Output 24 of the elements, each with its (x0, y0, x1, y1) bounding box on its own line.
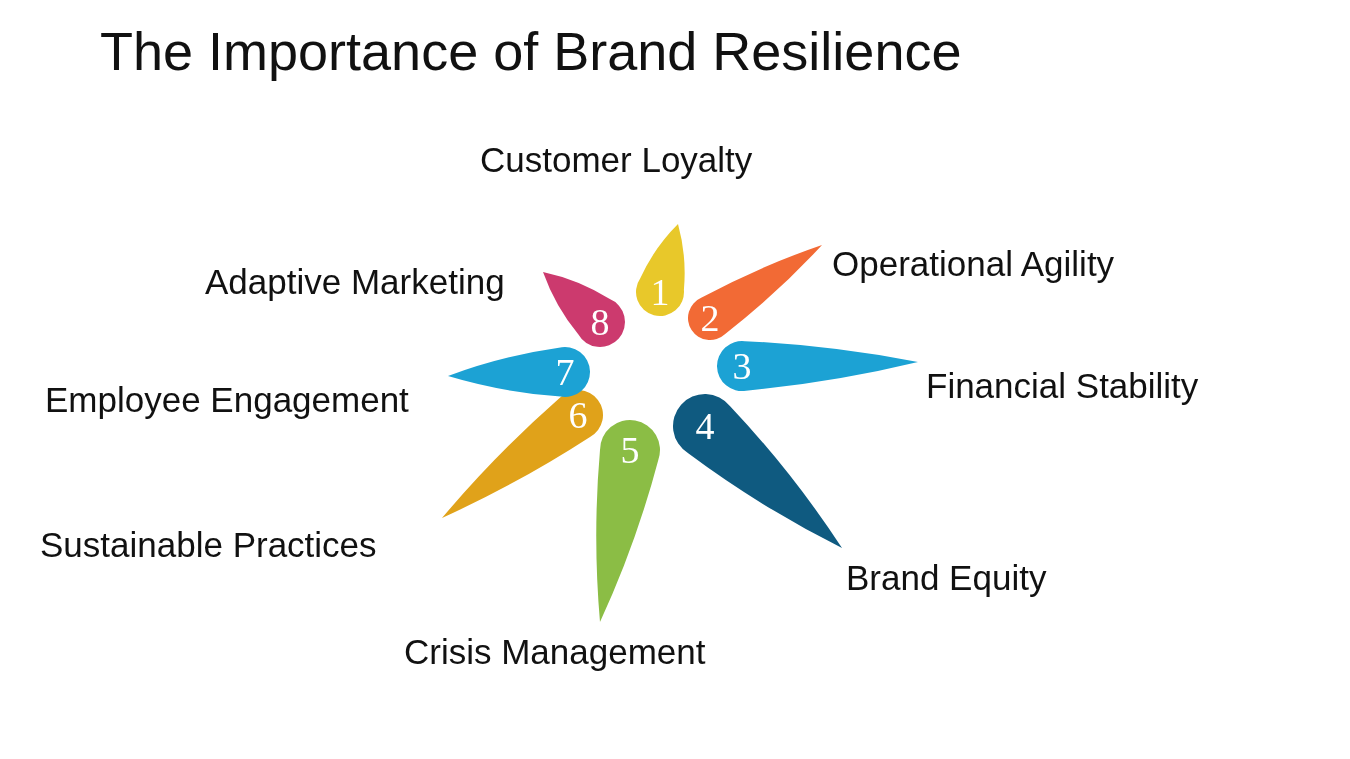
petal-caption: Employee Engagement (45, 380, 409, 421)
petal (671, 392, 844, 550)
petal-caption: Crisis Management (404, 632, 706, 673)
petal-number: 6 (568, 396, 588, 434)
petal-number: 5 (620, 431, 640, 469)
petal-number: 4 (695, 407, 715, 445)
petal-number: 1 (650, 273, 670, 311)
petal-number: 3 (732, 347, 752, 385)
petal-caption: Customer Loyalty (480, 140, 753, 181)
petal-number: 8 (590, 303, 610, 341)
petal-number: 7 (555, 353, 575, 391)
petal-caption: Sustainable Practices (40, 525, 377, 566)
petal (541, 270, 627, 349)
petal-caption: Operational Agility (832, 244, 1115, 285)
petal (598, 418, 662, 624)
petal-number: 2 (700, 299, 720, 337)
petal-caption: Adaptive Marketing (205, 262, 505, 303)
petal (634, 222, 686, 318)
petal (446, 345, 592, 399)
petal (440, 388, 605, 520)
petal (686, 243, 824, 342)
petal-caption: Brand Equity (846, 558, 1047, 599)
title: The Importance of Brand Resilience (100, 20, 962, 82)
petal-caption: Financial Stability (926, 366, 1199, 407)
